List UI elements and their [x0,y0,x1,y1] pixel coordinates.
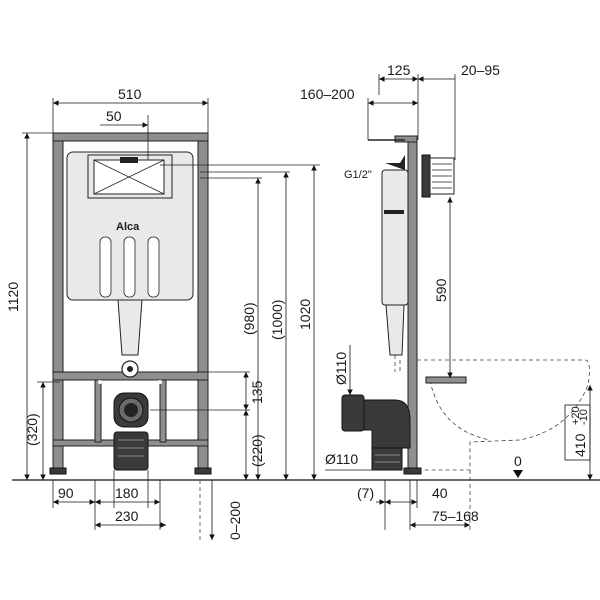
dim-1020-label: 1020 [297,299,313,330]
cistern-side [381,169,409,356]
dim-320-label: (320) [24,413,40,446]
dim-125 [378,74,419,140]
dim-590-label: 590 [433,278,449,302]
dim-510 [52,98,209,133]
waste-pipe-front [113,392,149,471]
dim-1000-label: (1000) [269,300,285,340]
dim-50-label: 50 [106,108,122,124]
water-inlet [368,139,405,170]
dim-180-label: 180 [115,485,139,501]
dim-1120 [22,132,53,480]
dim-320 [37,381,60,480]
dim-510-label: 510 [118,86,142,102]
dim-160-200 [367,98,418,140]
dim-0-200-label: 0–200 [227,501,243,540]
thread-g12-label: G1/2" [344,169,372,181]
dim-90-label: 90 [58,485,74,501]
dim-135-label: 135 [249,380,265,404]
dim-410-label: 410 [572,433,588,457]
side-frame [394,135,422,475]
dim-410-tol-minus: -10 [578,409,590,425]
dim-160-200-label: 160–200 [300,86,355,102]
dim-410-tol-plus: +20 [570,406,582,425]
dim-110-top-label: Ø110 [333,352,349,385]
dim-40-label: 40 [432,485,448,501]
dim-1120-label: 1120 [5,282,21,312]
floor-zero-marker [513,470,523,478]
dim-0-200 [199,480,215,540]
dim-125-label: 125 [387,62,411,78]
dim-410 [564,385,593,480]
dim-20-95-label: 20–95 [461,62,500,78]
brand-logo: Alca [116,221,140,233]
dim-7-label: (7) [357,485,374,501]
dim-20-95 [418,74,456,160]
wc-bowl-outline [399,359,590,471]
dim-230-label: 230 [115,508,139,524]
dim-220-label: (220) [249,434,265,467]
floor-zero-label: 0 [514,453,522,469]
dim-110-bottom-label: Ø110 [325,451,358,467]
dim-50 [100,115,149,160]
waste-pipe-side [341,394,411,471]
dim-980-label: (980) [241,302,257,335]
wall-bracket [421,154,455,198]
dim-75-168-label: 75–168 [432,508,479,524]
cistern-front [66,151,194,378]
